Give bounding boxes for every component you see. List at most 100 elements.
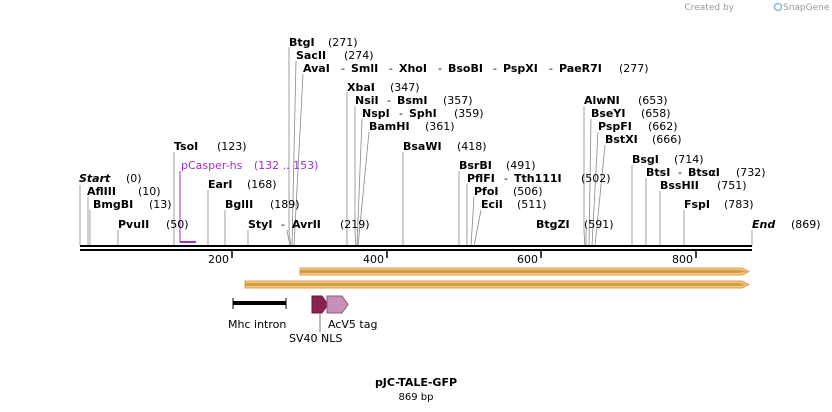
site-bsshii[interactable]: BssHII(751) (660, 179, 747, 192)
site-sphi[interactable]: SphI (359) (409, 107, 484, 120)
site-ecii[interactable]: EciI(511) (481, 198, 547, 211)
site-separator: - (281, 218, 285, 231)
site-separator: - (387, 94, 391, 107)
plasmid-name: pJC-TALE-GFP (375, 376, 457, 389)
site-pspxi[interactable]: PspXI (503, 62, 538, 75)
site-alwni[interactable]: AlwNI(653) (584, 94, 668, 107)
site-paer7i[interactable]: PaeR7I(277) (559, 62, 649, 75)
ruler-tick-label: 400 (363, 253, 384, 266)
site-nsii[interactable]: NsiI (355, 94, 379, 107)
site-pos: (10) (138, 185, 161, 198)
feature-label: SV40 NLS (289, 332, 342, 345)
site-pos: (347) (390, 81, 420, 94)
site-name: SmlI (351, 62, 378, 75)
site-pfoi[interactable]: PfoI(506) (474, 185, 543, 198)
site-afliii[interactable]: AflIII(10) (87, 185, 161, 198)
end-label: End (752, 218, 775, 231)
site-btgzi[interactable]: BtgZI (591) (536, 218, 614, 231)
site-pos: (591) (584, 218, 614, 231)
site-pvuii[interactable]: PvuII(50) (118, 218, 189, 231)
primer-pcasper-hs[interactable]: pCasper-hs (132 .. 153) (179, 159, 318, 243)
site-pos: (13) (149, 198, 172, 211)
feature-mhc-intron[interactable]: Mhc intron (228, 298, 287, 331)
feature-acv5-tag[interactable]: AcV5 tag (326, 295, 377, 331)
site-pflfi[interactable]: PflFI (467, 172, 495, 185)
site-xbai[interactable]: XbaI(347) (347, 81, 420, 94)
plasmid-size: 869 bp (399, 392, 434, 403)
site-name: PspFI (598, 120, 632, 133)
site-xhoi[interactable]: XhoI (399, 62, 427, 75)
site-bmgbi[interactable]: BmgBI(13) (93, 198, 172, 211)
site-bglii[interactable]: BglII(189) (225, 198, 300, 211)
ruler-tick: 400 (363, 251, 388, 266)
orf-arrow[interactable] (244, 280, 751, 289)
site-bamhi[interactable]: BamHI(361) (369, 120, 455, 133)
site-smli[interactable]: SmlI (351, 62, 378, 75)
ruler-tick-label: 800 (672, 253, 693, 266)
site-name: BssHII (660, 179, 699, 192)
site-bsgi[interactable]: BsgI (714) (632, 153, 704, 166)
site-separator: - (678, 166, 682, 179)
site-avrii[interactable]: AvrII (219) (292, 218, 370, 231)
site-avai[interactable]: AvaI (303, 62, 330, 75)
credit-brand: SnapGene (783, 3, 830, 13)
site-name: TsoI (174, 140, 198, 153)
site-styi[interactable]: StyI (248, 218, 272, 231)
site-btgi[interactable]: BtgI(271) (289, 36, 358, 49)
site-pos: (359) (454, 107, 484, 120)
site-name: BstXI (605, 133, 638, 146)
site-pos: (714) (674, 153, 704, 166)
site-pos: (274) (344, 49, 374, 62)
site-fspi[interactable]: FspI(783) (684, 198, 754, 211)
start-position: (0) (126, 172, 142, 185)
site-bsobi[interactable]: BsoBI (448, 62, 483, 75)
site-pspfi[interactable]: PspFI (662) (598, 120, 678, 133)
site-nspi[interactable]: NspI (362, 107, 390, 120)
site-name: SphI (409, 107, 437, 120)
end-position: (869) (791, 218, 821, 231)
site-pos: (277) (619, 62, 649, 75)
snapgene-logo-icon (773, 2, 783, 12)
site-pos: (662) (648, 120, 678, 133)
site-name: AvaI (303, 62, 330, 75)
site-name: BtgZI (536, 218, 570, 231)
site-name: BsgI (632, 153, 659, 166)
site-name: BsmI (397, 94, 428, 107)
site-name: BsaWI (403, 140, 442, 153)
site-name: BtsαI (688, 166, 720, 179)
site-name: NsiI (355, 94, 379, 107)
site-separator: - (438, 62, 442, 75)
site-pos: (357) (443, 94, 473, 107)
orf-arrow[interactable] (299, 267, 751, 276)
site-name: BsoBI (448, 62, 483, 75)
site-labels: AflIII(10) BmgBI(13) PvuII(50) TsoI(123)… (87, 36, 766, 231)
site-name: FspI (684, 198, 710, 211)
site-btsalphai[interactable]: BtsαI(732) (688, 166, 766, 179)
site-btsi[interactable]: BtsI (646, 166, 670, 179)
site-bsmi[interactable]: BsmI (357) (397, 94, 473, 107)
site-pos: (361) (425, 120, 455, 133)
ruler-tick-label: 200 (208, 253, 229, 266)
feature-label: AcV5 tag (328, 318, 377, 331)
site-name: PfoI (474, 185, 499, 198)
primer-name: pCasper-hs (181, 159, 243, 172)
site-separator: - (504, 172, 508, 185)
site-bseyi[interactable]: BseYI(658) (591, 107, 671, 120)
feature-sv40-nls[interactable]: SV40 NLS (289, 295, 342, 345)
site-name: BseYI (591, 107, 625, 120)
site-sacii[interactable]: SacII (274) (296, 49, 374, 62)
credit-prefix: Created by (684, 3, 734, 13)
site-bsrbi[interactable]: BsrBI(491) (459, 159, 536, 172)
site-name: PflFI (467, 172, 495, 185)
site-tsoi[interactable]: TsoI(123) (174, 140, 247, 153)
site-name: AvrII (292, 218, 321, 231)
site-name: SacII (296, 49, 326, 62)
site-bsawi[interactable]: BsaWI(418) (403, 140, 487, 153)
site-pos: (219) (340, 218, 370, 231)
site-name: BsrBI (459, 159, 492, 172)
site-bstxi[interactable]: BstXI(666) (605, 133, 682, 146)
site-eari[interactable]: EarI(168) (208, 178, 277, 191)
site-tth111i[interactable]: Tth111I(502) (514, 172, 611, 185)
feature-label: Mhc intron (228, 318, 286, 331)
